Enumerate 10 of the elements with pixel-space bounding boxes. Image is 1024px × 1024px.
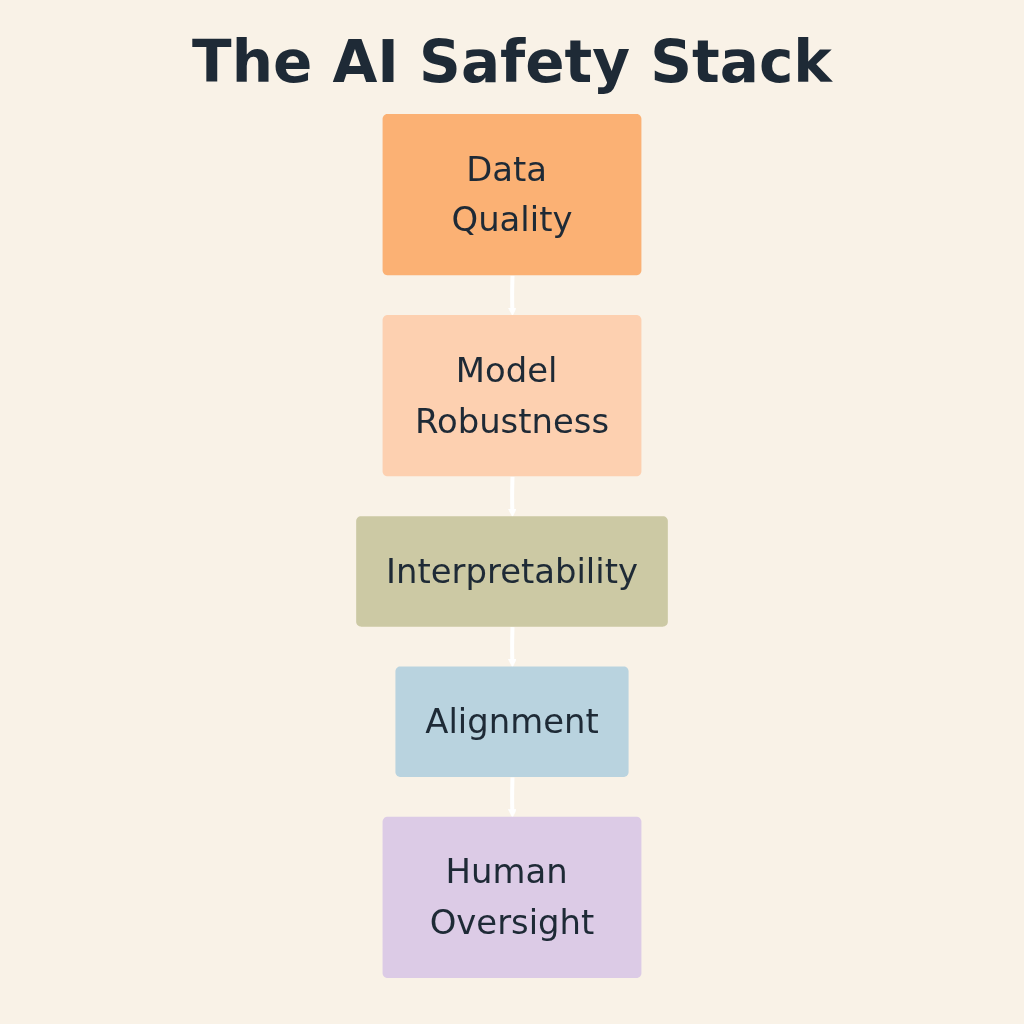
title: The AI Safety Stack: [192, 28, 832, 96]
node-box: Interpretability: [356, 516, 668, 627]
arrow: [507, 476, 517, 518]
node-box: Human Oversight: [382, 816, 642, 979]
node-box: Data Quality: [382, 113, 642, 276]
arrow: [507, 777, 517, 818]
arrow: [507, 275, 517, 316]
node-box: Alignment: [395, 666, 629, 777]
node-box: Model Robustness: [382, 315, 642, 477]
arrow: [507, 627, 517, 668]
